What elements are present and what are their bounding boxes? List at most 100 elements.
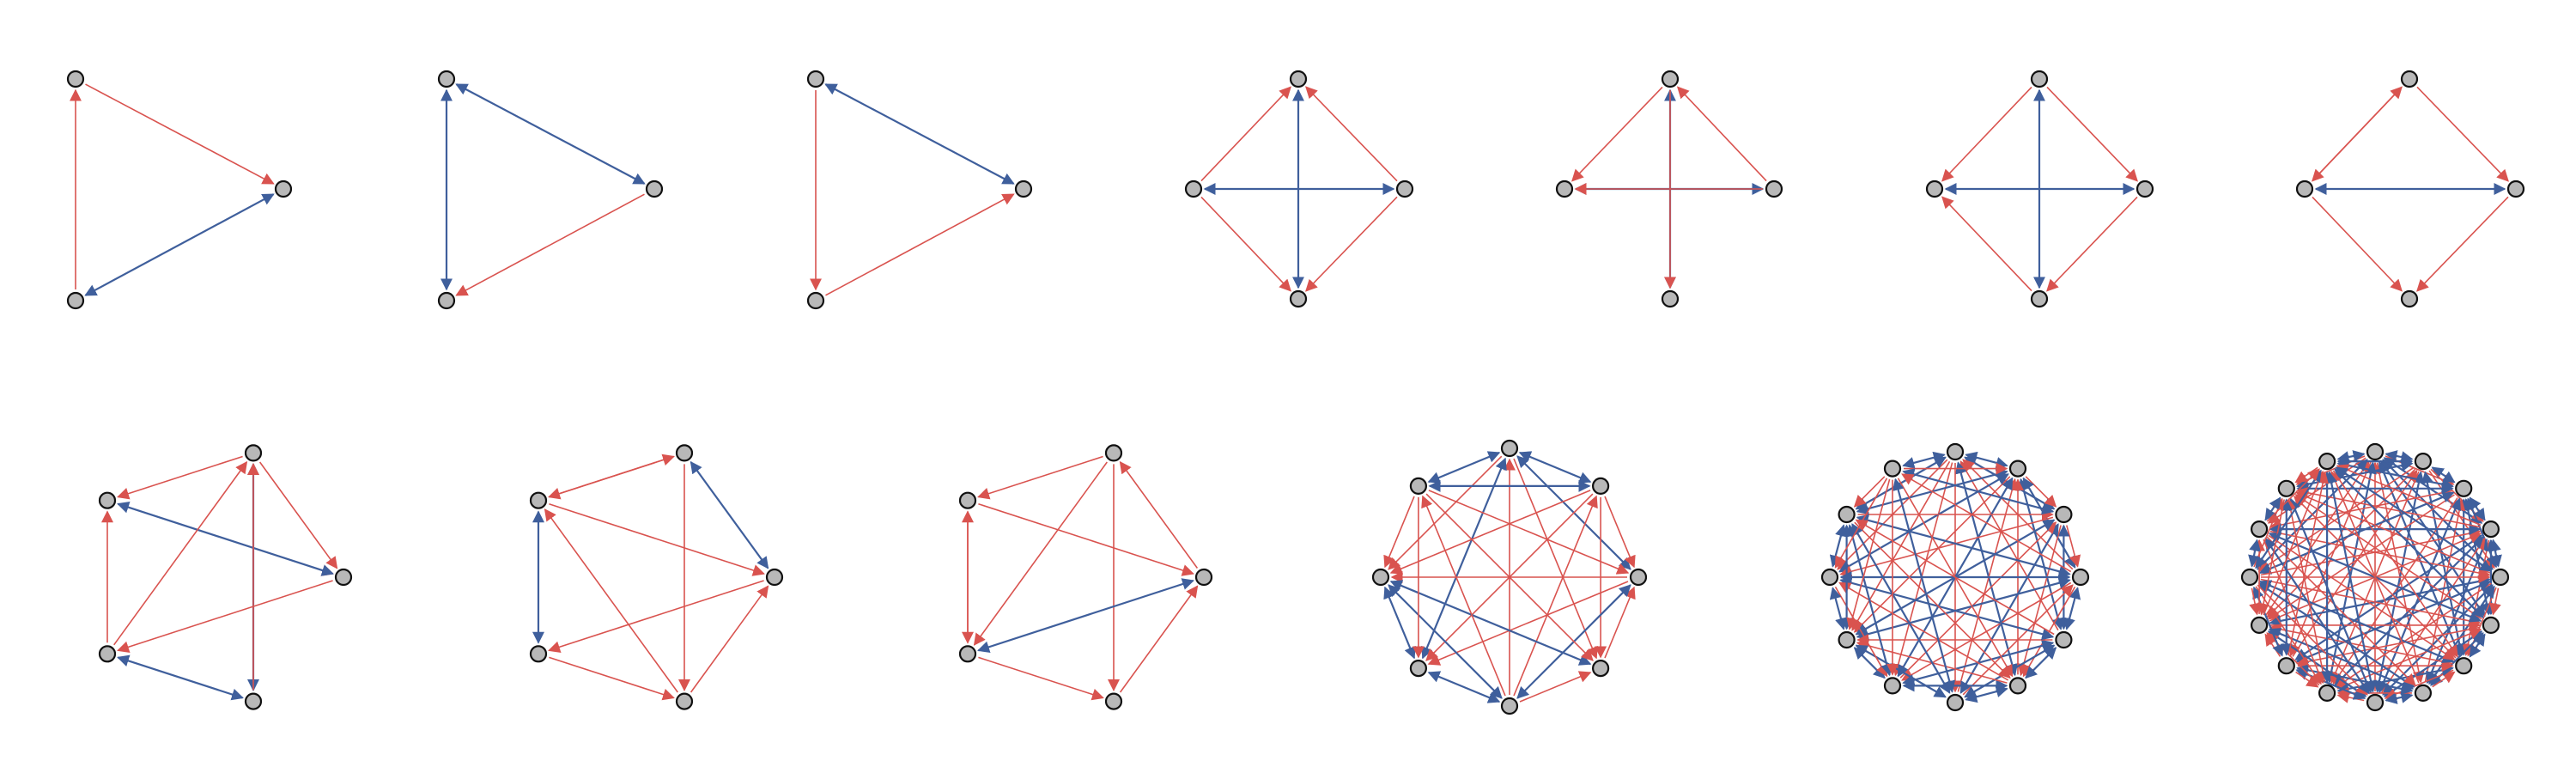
nodes-layer xyxy=(66,70,2525,715)
g1-node-0 xyxy=(66,70,85,88)
g4-node-0 xyxy=(1289,70,1308,88)
g9-node-1 xyxy=(765,568,784,587)
g7-node-1 xyxy=(2506,180,2525,198)
g11-edge-directed-17 xyxy=(1428,490,1630,575)
g13-edge-directed-104 xyxy=(2249,587,2261,616)
g12-edge-bidirectional-44 xyxy=(1965,685,2008,703)
g13-edge-bidirectional-110 xyxy=(2255,469,2322,569)
g7-edge-directed-1 xyxy=(2416,86,2509,182)
g5-node-0 xyxy=(1661,70,1680,88)
g10-node-4 xyxy=(958,491,977,509)
g12-node-1 xyxy=(2008,460,2027,478)
g9-node-3 xyxy=(529,645,548,663)
g4-node-1 xyxy=(1395,180,1414,198)
edges-layer xyxy=(70,83,2509,704)
g12-node-0 xyxy=(1946,442,1965,461)
g10-node-2 xyxy=(1104,692,1123,710)
g13-node-10 xyxy=(2277,657,2295,675)
g6-edge-directed-2 xyxy=(2046,86,2138,182)
g1-edge-bidirectional-2 xyxy=(84,193,275,296)
g12-node-8 xyxy=(1838,630,1856,649)
g13-edge-bidirectional-93 xyxy=(2325,471,2377,693)
g6-node-2 xyxy=(2030,289,2049,308)
g12-edge-directed-62 xyxy=(1853,476,1886,508)
g12-edge-bidirectional-57 xyxy=(1829,587,1847,630)
g2-node-1 xyxy=(645,180,664,198)
g12-node-3 xyxy=(2071,568,2090,587)
g6-edge-directed-3 xyxy=(1941,86,2032,182)
g12-edge-bidirectional-55 xyxy=(1846,524,1893,677)
g13-node-1 xyxy=(2414,452,2432,471)
g10-edge-directed-3 xyxy=(978,502,1194,576)
g8-node-4 xyxy=(98,491,117,509)
g12-node-7 xyxy=(1883,677,1902,695)
g10-edge-directed-8 xyxy=(1119,460,1199,569)
g4-node-2 xyxy=(1289,289,1308,308)
g13-node-8 xyxy=(2366,693,2385,712)
g11-edge-directed-2 xyxy=(1513,458,1598,660)
g12-edge-bidirectional-29 xyxy=(1902,468,2055,515)
g13-node-12 xyxy=(2240,568,2259,587)
g8-edge-bidirectional-5 xyxy=(117,654,244,701)
g3-node-0 xyxy=(806,70,825,88)
g11-edge-directed-20 xyxy=(1425,493,1594,661)
g12-node-10 xyxy=(1838,505,1856,524)
g1-edge-directed-1 xyxy=(85,83,275,185)
g13-node-7 xyxy=(2414,684,2432,703)
g12-node-11 xyxy=(1883,460,1902,478)
g12-edge-directed-21 xyxy=(2066,525,2081,568)
g13-edge-directed-46 xyxy=(2260,527,2482,576)
g13-edge-bidirectional-56 xyxy=(2269,575,2491,627)
g13-node-11 xyxy=(2251,616,2269,635)
g8-edge-directed-1 xyxy=(117,455,243,500)
g6-edge-directed-5 xyxy=(1941,196,2032,292)
g9-node-4 xyxy=(529,491,548,509)
g5-edge-directed-2 xyxy=(1571,86,1663,182)
g11-node-4 xyxy=(1500,697,1519,715)
g9-edge-directed-7 xyxy=(544,508,678,693)
g13-edge-bidirectional-19 xyxy=(2373,471,2425,693)
g11-edge-bidirectional-21 xyxy=(1427,671,1501,703)
g5-node-1 xyxy=(1765,180,1783,198)
g10-edge-directed-7 xyxy=(973,461,1108,646)
g13-node-2 xyxy=(2455,479,2473,497)
g11-edge-bidirectional-0 xyxy=(1518,451,1592,484)
g8-node-1 xyxy=(334,568,353,587)
g8-edge-directed-7 xyxy=(113,460,248,646)
g8-edge-bidirectional-6 xyxy=(117,501,334,576)
g12-node-9 xyxy=(1820,568,1839,587)
g7-node-3 xyxy=(2295,180,2314,198)
g11-edge-bidirectional-6 xyxy=(1427,451,1501,484)
g4-edge-directed-5 xyxy=(1200,196,1291,292)
g3-edge-directed-2 xyxy=(825,193,1015,296)
g8-edge-directed-8 xyxy=(117,580,333,654)
g13-edge-directed-6 xyxy=(2376,462,2425,684)
g2-node-2 xyxy=(437,291,456,310)
g11-node-3 xyxy=(1591,659,1610,678)
g13-edge-directed-113 xyxy=(2294,466,2318,484)
g7-edge-directed-2 xyxy=(2416,196,2509,292)
g6-node-3 xyxy=(1925,180,1944,198)
g13-edge-directed-112 xyxy=(2266,468,2320,522)
g10-node-0 xyxy=(1104,444,1123,462)
g3-node-2 xyxy=(806,291,825,310)
g13-node-6 xyxy=(2455,657,2473,675)
g9-edge-directed-9 xyxy=(549,453,675,498)
g9-edge-directed-6 xyxy=(549,502,765,576)
g9-edge-bidirectional-2 xyxy=(690,460,769,569)
g11-node-2 xyxy=(1629,568,1648,587)
g9-edge-directed-8 xyxy=(548,580,764,654)
g6-node-1 xyxy=(2136,180,2154,198)
g7-edge-directed-3 xyxy=(2312,196,2403,292)
g4-edge-directed-4 xyxy=(1305,196,1398,292)
g2-edge-bidirectional-1 xyxy=(455,83,646,185)
g13-edge-bidirectional-80 xyxy=(2385,691,2414,704)
g8-edge-directed-0 xyxy=(258,461,338,569)
g7-edge-directed-4 xyxy=(2312,86,2403,182)
g8-node-3 xyxy=(98,645,117,663)
g9-node-0 xyxy=(675,444,694,462)
g11-edge-bidirectional-24 xyxy=(1383,586,1416,660)
g11-edge-directed-18 xyxy=(1519,671,1592,703)
g1-node-2 xyxy=(66,291,85,310)
